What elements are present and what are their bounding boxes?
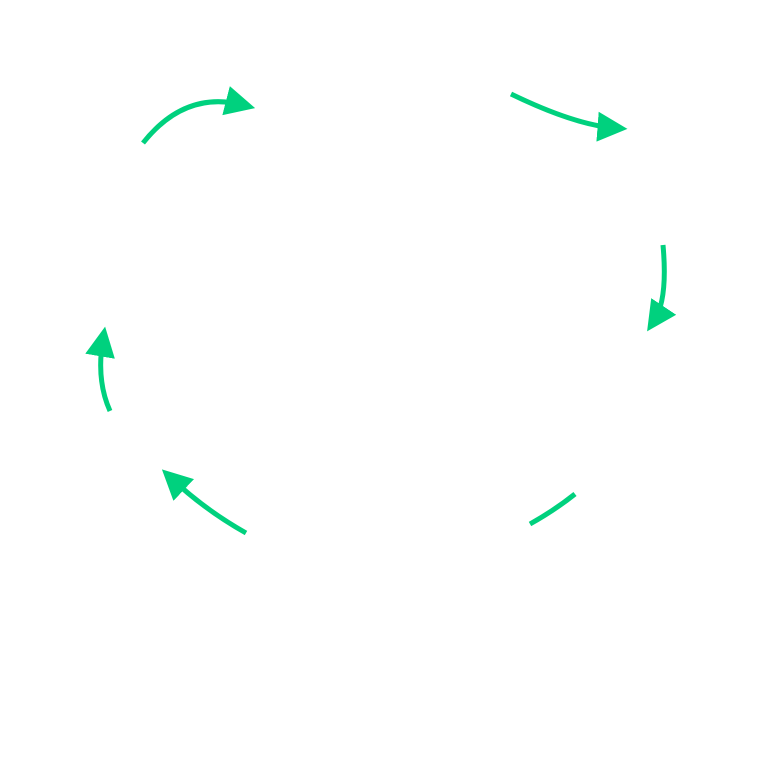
cycle-arrow-bottom-right: [528, 492, 577, 527]
cycle-arrow-top-left: [141, 86, 256, 145]
cycle-arrow-bottom-left: [161, 469, 248, 536]
cycle-arrow-top-right: [509, 91, 628, 142]
cycle-arrow-right: [647, 244, 677, 332]
cycle-arrow-left: [85, 326, 115, 413]
